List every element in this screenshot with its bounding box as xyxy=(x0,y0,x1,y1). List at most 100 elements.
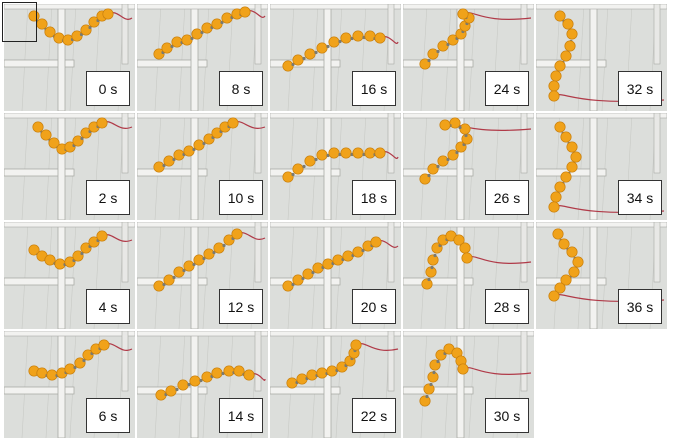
robot-joint xyxy=(427,173,431,178)
robot-joint xyxy=(361,248,365,253)
floor-seam xyxy=(468,4,476,111)
robot-segment xyxy=(419,58,431,70)
robot-joint xyxy=(80,251,84,256)
robot-segment xyxy=(82,349,94,361)
rail-right xyxy=(387,222,395,283)
robot-joint xyxy=(302,164,306,169)
floor-seam xyxy=(468,113,476,220)
robot-segment xyxy=(292,163,304,175)
robot-segment xyxy=(223,365,235,377)
rail-vertical xyxy=(323,113,332,220)
floor-seam xyxy=(154,222,162,329)
floor-seam xyxy=(287,113,295,220)
robot-joint xyxy=(314,50,318,55)
robot-segment xyxy=(423,383,435,395)
robot-segment xyxy=(181,34,193,46)
rail-horizontal xyxy=(403,59,474,68)
floor-seam xyxy=(21,4,29,111)
robot-joint xyxy=(302,56,306,61)
rail-top xyxy=(403,113,534,119)
robot-segment xyxy=(461,252,473,264)
rail-horizontal xyxy=(137,168,208,177)
robot-segment xyxy=(350,339,362,351)
timestamp-label: 36 s xyxy=(618,289,662,324)
robot-segment xyxy=(435,349,447,361)
rail-horizontal xyxy=(4,168,75,177)
robot-segment xyxy=(80,242,92,254)
floor-seam xyxy=(420,4,428,111)
robot-segment xyxy=(96,117,108,129)
frame-photo xyxy=(137,113,268,220)
robot-segment xyxy=(564,40,576,52)
rail-top xyxy=(137,331,268,337)
frame-photo xyxy=(536,113,667,220)
rail-vertical xyxy=(589,222,598,329)
robot-joint xyxy=(432,370,436,375)
floor-seam xyxy=(202,113,210,220)
timestamp-label: 8 s xyxy=(219,71,263,106)
floor-seam xyxy=(577,113,585,220)
robot-segment xyxy=(211,367,223,379)
robot-segment xyxy=(548,90,560,102)
robot-joint xyxy=(202,141,206,146)
rail-right xyxy=(121,4,129,65)
video-frame: 8 s xyxy=(137,4,268,111)
video-frame: 34 s xyxy=(536,113,667,220)
floor-seam xyxy=(69,4,77,111)
robot-segment xyxy=(177,379,189,391)
video-frame: 24 s xyxy=(403,4,534,111)
floor-seam xyxy=(311,222,319,329)
video-frame: 12 s xyxy=(137,222,268,329)
floor-seam xyxy=(21,222,29,329)
robot-joint xyxy=(222,243,226,248)
robot-segment xyxy=(316,42,328,54)
robot-segment xyxy=(427,48,439,60)
robot-joint xyxy=(182,268,186,273)
robot-segment xyxy=(328,147,340,159)
timestamp-label: 26 s xyxy=(485,180,529,215)
robot-segment xyxy=(566,28,578,40)
robot-segment xyxy=(459,123,471,135)
robot-joint xyxy=(326,44,330,49)
rail-horizontal xyxy=(4,59,75,68)
rail-top xyxy=(137,222,268,228)
video-frame: 22 s xyxy=(270,331,401,438)
robot-joint xyxy=(427,58,431,63)
floor-seam xyxy=(601,4,609,111)
robot-segment xyxy=(374,147,386,159)
timestamp-label: 18 s xyxy=(352,180,396,215)
robot-segment xyxy=(203,248,215,260)
robot-segment xyxy=(96,230,108,242)
robot-segment xyxy=(183,260,195,272)
robot-segment xyxy=(566,246,578,258)
robot-segment xyxy=(153,280,165,292)
robot-joint xyxy=(172,275,176,280)
rail-right xyxy=(520,222,528,283)
rail-right xyxy=(520,331,528,392)
rail-vertical xyxy=(57,4,66,111)
rail-horizontal xyxy=(270,168,341,177)
robot-segment xyxy=(437,155,449,167)
robot-segment xyxy=(98,339,110,351)
rail-top xyxy=(536,113,667,119)
timestamp-label: 4 s xyxy=(86,289,130,324)
robot-segment xyxy=(193,139,205,151)
rail-right xyxy=(387,4,395,65)
rail-vertical xyxy=(456,331,465,438)
timestamp-label: 0 s xyxy=(86,71,130,106)
robot-segment xyxy=(189,375,201,387)
robot-joint xyxy=(192,147,196,152)
robot-segment xyxy=(572,256,584,268)
robot-joint xyxy=(301,276,305,281)
robot-joint xyxy=(314,157,318,162)
rail-top xyxy=(403,331,534,337)
floor-seam xyxy=(45,222,53,329)
floor-seam xyxy=(154,331,162,438)
floor-seam xyxy=(311,4,319,111)
robot-segment xyxy=(71,30,83,42)
rail-right xyxy=(653,113,661,174)
floor-seam xyxy=(202,331,210,438)
video-frame: 6 s xyxy=(4,331,135,438)
frame-photo xyxy=(4,331,135,438)
